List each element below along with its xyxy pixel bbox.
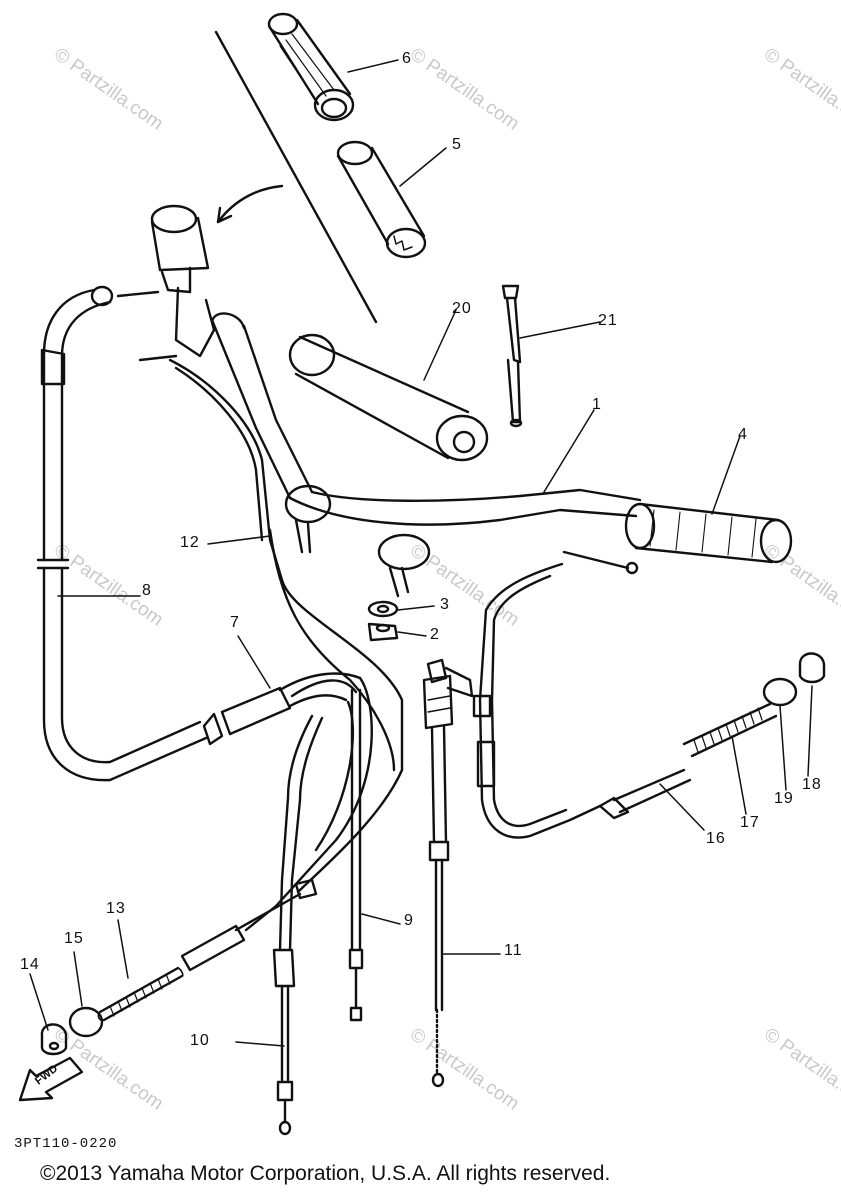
callout-17: 17 [740, 814, 760, 831]
callout-6: 6 [402, 50, 412, 67]
cable-9 [348, 688, 364, 1022]
fwd-arrow [18, 1056, 84, 1102]
exploded-view-arrow [216, 184, 284, 224]
clutch-cable-8 [36, 285, 224, 782]
callout-9: 9 [404, 912, 414, 929]
callout-8: 8 [142, 582, 152, 599]
diagram-code: 3PT110-0220 [14, 1136, 118, 1152]
grip-4 [624, 502, 793, 564]
callout-12: 12 [180, 534, 200, 551]
throttle-housing-11 [422, 658, 474, 1088]
callout-2: 2 [430, 626, 440, 643]
handlebar-1 [150, 204, 642, 598]
exploded-view-line [214, 30, 378, 324]
callout-13: 13 [106, 900, 126, 917]
spring-13 [97, 878, 318, 1022]
spring-17 [682, 702, 778, 758]
nut-2 [367, 622, 399, 642]
cable-10 [272, 714, 324, 1136]
cap-18 [798, 652, 826, 684]
callout-19: 19 [774, 790, 794, 807]
callout-1: 1 [592, 396, 602, 413]
callout-21: 21 [598, 312, 618, 329]
grip-6 [267, 12, 355, 122]
cap-14 [40, 1023, 68, 1056]
callout-16: 16 [706, 830, 726, 847]
callout-18: 18 [802, 776, 822, 793]
cable-12 [138, 354, 404, 894]
callout-7: 7 [230, 614, 240, 631]
callout-10: 10 [190, 1032, 210, 1049]
callout-20: 20 [452, 300, 472, 317]
washer-3 [367, 600, 399, 618]
callout-5: 5 [452, 136, 462, 153]
callout-11: 11 [504, 942, 523, 959]
cable-16 [472, 550, 692, 839]
callout-3: 3 [440, 596, 450, 613]
cap-15 [68, 1006, 104, 1038]
callout-4: 4 [738, 426, 748, 443]
leader-lines [29, 59, 813, 1047]
callout-15: 15 [64, 930, 84, 947]
grip-sleeve-5 [336, 140, 427, 259]
band-21 [501, 284, 523, 428]
handlebar-pad-20 [288, 333, 489, 462]
throttle-cable-7 [220, 672, 373, 932]
copyright-notice: ©2013 Yamaha Motor Corporation, U.S.A. A… [40, 1162, 611, 1185]
callout-14: 14 [20, 956, 40, 973]
cap-19 [762, 677, 798, 707]
